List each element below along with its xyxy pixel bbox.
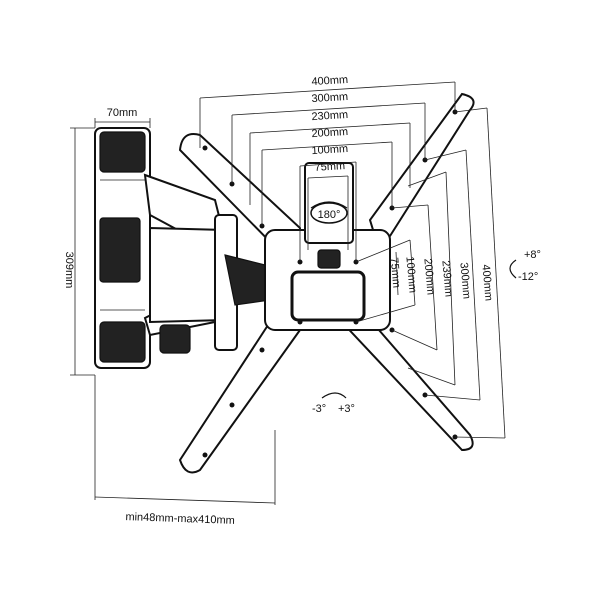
dim-200mm-v: 200mm bbox=[421, 258, 436, 296]
dim-75mm-v: 75mm bbox=[388, 257, 403, 288]
dim-300mm-h: 300mm bbox=[311, 91, 348, 105]
dim-70mm: 70mm bbox=[107, 107, 138, 119]
articulating-arms bbox=[143, 173, 271, 354]
vertical-dimensions: 75mm 100mm 200mm 239mm 300mm 400mm bbox=[355, 107, 506, 439]
dim-400mm-h: 400mm bbox=[311, 74, 348, 88]
rotation-indicator: -3° +3° bbox=[312, 392, 355, 415]
wall-plate-dimensions: 70mm 309mm bbox=[63, 107, 151, 376]
dim-300mm-v: 300mm bbox=[457, 262, 472, 300]
tilt-down-label: -12° bbox=[518, 271, 538, 283]
tilt-indicator: +8° -12° bbox=[509, 249, 541, 283]
dim-100mm-h: 100mm bbox=[311, 143, 348, 157]
rotate-right-label: +3° bbox=[338, 403, 355, 415]
dim-309mm: 309mm bbox=[63, 252, 75, 289]
wall-plate bbox=[94, 127, 151, 369]
dim-239mm-v: 239mm bbox=[439, 260, 454, 298]
rotate-left-label: -3° bbox=[312, 403, 326, 415]
dim-extension: min48mm-max410mm bbox=[125, 511, 235, 527]
swivel-label: 180° bbox=[318, 209, 341, 221]
swivel-indicator: 180° bbox=[310, 201, 348, 224]
horizontal-dimensions: 400mm 300mm 230mm 200mm 100mm 75mm bbox=[199, 74, 456, 262]
dim-75mm-h: 75mm bbox=[314, 160, 345, 174]
dim-100mm-v: 100mm bbox=[403, 256, 418, 294]
tilt-up-label: +8° bbox=[524, 249, 541, 261]
tv-bracket bbox=[178, 92, 475, 474]
dim-230mm-h: 230mm bbox=[311, 109, 348, 123]
extension-dimension: min48mm-max410mm bbox=[94, 375, 276, 527]
dim-400mm-v: 400mm bbox=[479, 264, 494, 302]
dim-200mm-h: 200mm bbox=[311, 126, 348, 140]
